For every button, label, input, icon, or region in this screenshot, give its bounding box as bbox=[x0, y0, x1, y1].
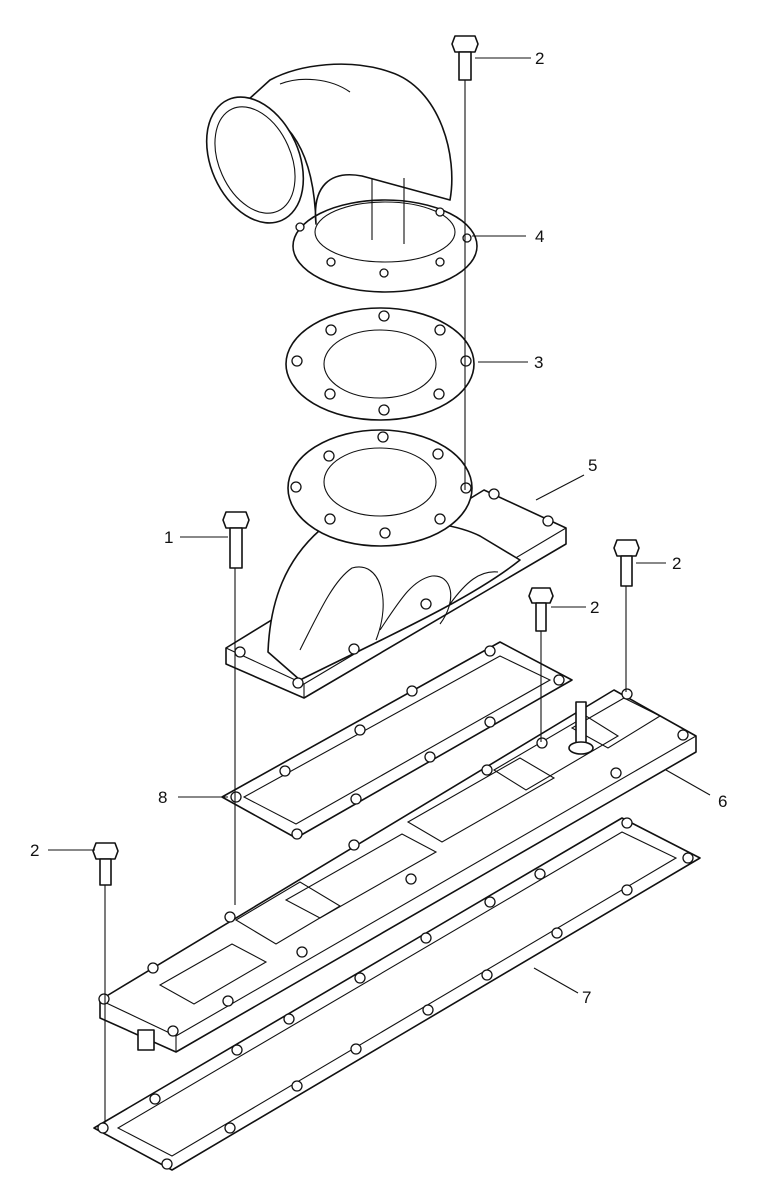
callout-leaders bbox=[48, 57, 711, 994]
bolt-right-upper bbox=[613, 539, 640, 587]
long-gasket bbox=[93, 817, 701, 1171]
callout-1: 1 bbox=[164, 528, 173, 547]
elbow-outlet bbox=[205, 63, 478, 293]
bolt-top bbox=[451, 35, 479, 81]
manifold-plate bbox=[98, 688, 697, 1053]
callout-2-left: 2 bbox=[30, 841, 39, 860]
callout-2-top: 2 bbox=[535, 49, 544, 68]
bolt-mid bbox=[528, 587, 554, 632]
callout-4: 4 bbox=[535, 227, 544, 246]
alignment-lines bbox=[104, 78, 627, 1124]
callout-2-mid: 2 bbox=[590, 598, 599, 617]
adapter-gasket bbox=[221, 641, 573, 840]
callout-7: 7 bbox=[582, 988, 591, 1007]
manifold-adapter bbox=[225, 429, 567, 699]
round-gasket bbox=[285, 307, 475, 421]
callout-2-right-upper: 2 bbox=[672, 554, 681, 573]
callout-3: 3 bbox=[534, 353, 543, 372]
callout-6: 6 bbox=[718, 792, 727, 811]
callout-labels: 2 4 3 5 1 2 2 8 6 2 7 bbox=[30, 49, 727, 1007]
bolt-left bbox=[92, 842, 119, 886]
callout-5: 5 bbox=[588, 456, 597, 475]
callout-8: 8 bbox=[158, 788, 167, 807]
bolt-1 bbox=[222, 511, 250, 569]
